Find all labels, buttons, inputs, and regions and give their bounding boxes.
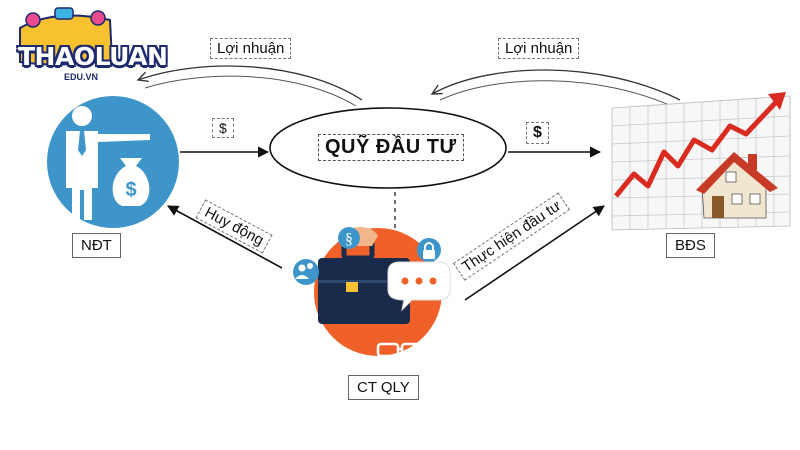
money-bag-icon: $ bbox=[112, 158, 150, 206]
investor-node: $ bbox=[47, 96, 179, 228]
logo-subtitle: EDU.VN bbox=[64, 72, 99, 82]
lock-icon bbox=[417, 238, 441, 262]
profit-label-left: Lợi nhuận bbox=[210, 38, 292, 59]
money-label-right: $ bbox=[526, 122, 549, 144]
manager-to-realestate-arrow bbox=[464, 205, 605, 301]
manager-to-investor-arrow bbox=[167, 205, 283, 269]
svg-text:§: § bbox=[345, 231, 353, 248]
users-icon bbox=[293, 259, 319, 285]
chat-icon bbox=[387, 261, 451, 312]
growth-arrow-head bbox=[768, 92, 786, 110]
profit-arrow-left bbox=[138, 65, 363, 107]
svg-text:$: $ bbox=[125, 179, 136, 201]
logo-chat-icon bbox=[54, 7, 74, 20]
investor-label: NĐT bbox=[72, 233, 121, 258]
realestate-node bbox=[611, 92, 791, 231]
realestate-label: BĐS bbox=[666, 233, 715, 258]
profit-arrow-right bbox=[432, 69, 681, 109]
profit-label-right: Lợi nhuận bbox=[498, 38, 580, 59]
law-icon: § bbox=[338, 227, 360, 249]
logo-brand: THAOLUAN bbox=[18, 42, 168, 71]
glasses-icon bbox=[376, 342, 424, 358]
house-icon bbox=[696, 152, 778, 219]
logo bbox=[19, 7, 114, 66]
logo-bubble-icon bbox=[25, 12, 41, 28]
businessman-icon bbox=[66, 106, 150, 220]
growth-arrow-icon bbox=[614, 98, 780, 198]
manager-node: § bbox=[293, 227, 451, 358]
manager-label: CT QLY bbox=[348, 375, 419, 400]
logo-lollipop-icon bbox=[90, 10, 106, 26]
fund-label: QUỸ ĐẦU TƯ bbox=[318, 134, 464, 161]
money-label-left: $ bbox=[212, 118, 234, 138]
logo-book-shape bbox=[19, 14, 114, 66]
logo: THAOLUAN bbox=[18, 42, 168, 71]
